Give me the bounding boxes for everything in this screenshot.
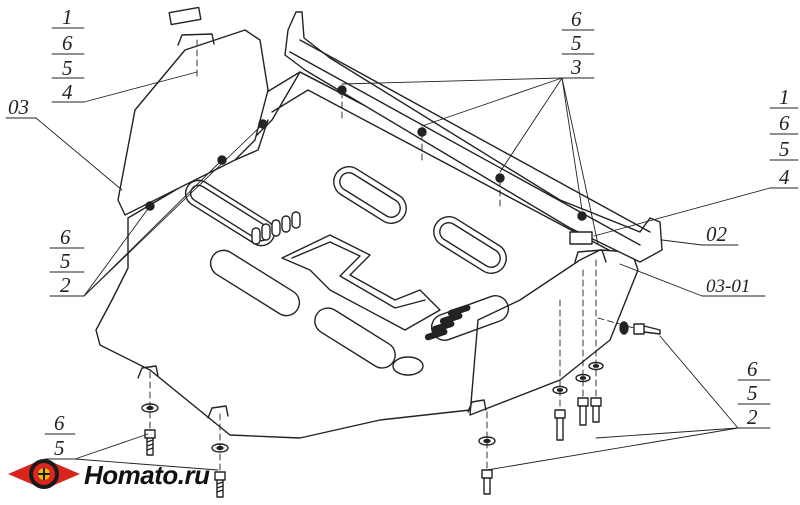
center-rib-pattern: [281, 234, 441, 331]
oval-recess: [209, 249, 301, 317]
vent-slots-right: [424, 304, 471, 341]
callout-label: 2: [747, 405, 758, 429]
front-mount-tab: [207, 405, 229, 419]
fastener-side-bolt: [619, 321, 661, 335]
leader-lines: [5, 71, 799, 471]
callout-label: 6: [62, 31, 73, 55]
plate-rear-rim-inner: [271, 89, 621, 257]
left-bracket-tab: [177, 33, 215, 46]
logo-emblem-icon: [8, 459, 80, 489]
callout-dividers: [44, 27, 799, 435]
callout-part-03: 03: [8, 95, 29, 119]
front-mount-tab: [467, 399, 487, 413]
oval-recess: [184, 179, 276, 247]
callout-group-right-bottom: 6 5 2: [747, 357, 758, 429]
oval-recess: [339, 172, 401, 218]
callout-label: 1: [62, 5, 73, 29]
left-bracket-flange: [234, 119, 269, 161]
callout-group-left-fasteners: 6 5 2: [60, 225, 71, 297]
callout-group-top-left: 1 6 5 4: [62, 5, 73, 104]
callout-label: 5: [747, 381, 758, 405]
callout-group-right-top: 1 6 5 4: [779, 85, 790, 189]
right-bracket-tab: [574, 249, 607, 263]
callout-label: 5: [60, 249, 71, 273]
callout-label: 5: [779, 137, 790, 161]
assembly-axes: [149, 39, 635, 473]
callout-label: 4: [779, 165, 790, 189]
callout-label: 5: [62, 56, 73, 80]
callout-label: 5: [54, 436, 65, 460]
drain-hole: [392, 356, 424, 376]
callout-label: 4: [62, 80, 73, 104]
crossbar-nut-plate: [569, 231, 593, 245]
oval-recess: [433, 216, 507, 274]
left-side-bracket-03: [117, 29, 269, 216]
callout-label: 6: [54, 411, 65, 435]
logo-text: Homato.ru: [84, 460, 210, 490]
left-bracket-nut: [168, 6, 202, 26]
fastener-stack-right-3: [575, 373, 591, 426]
callout-label: 6: [779, 111, 790, 135]
callout-part-03-01: 03-01: [706, 276, 750, 297]
callout-group-top-center: 6 5 3: [570, 7, 582, 79]
vent-slots-left: [251, 211, 301, 245]
callout-label: 6: [571, 7, 582, 31]
callout-label: 3: [570, 55, 582, 79]
fastener-stack-left-2: [211, 443, 229, 498]
callout-label: 1: [779, 85, 790, 109]
callout-label: 6: [747, 357, 758, 381]
crossbar-edge: [299, 39, 651, 233]
callout-label: 5: [571, 31, 582, 55]
oval-recess: [314, 307, 396, 369]
homato-logo: Homato.ru: [8, 459, 211, 490]
front-mount-tab: [137, 365, 159, 379]
callout-part-02: 02: [706, 222, 728, 246]
callout-label: 2: [60, 273, 71, 297]
callout-label: 6: [60, 225, 71, 249]
center-rib-inner: [291, 241, 426, 309]
callout-group-bottom-left: 6 5: [54, 411, 65, 460]
oval-recess: [439, 222, 501, 268]
oval-recess: [333, 166, 407, 224]
